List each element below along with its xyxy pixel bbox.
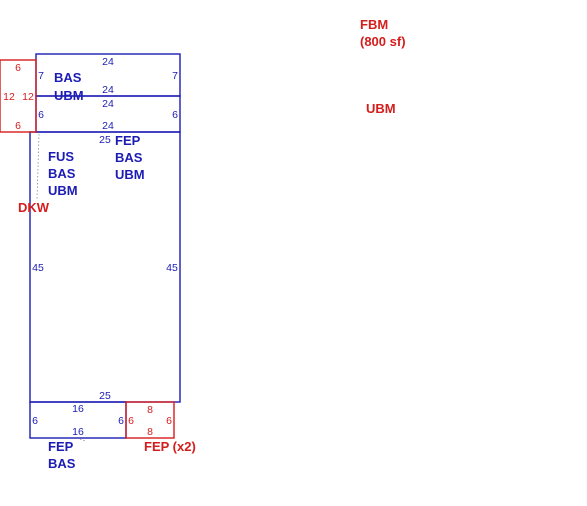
annotation-fbm-area: (800 sf): [360, 34, 406, 49]
dim-top-lower-side-right: 6: [172, 109, 178, 121]
dim-small-right-left: 6: [128, 415, 134, 427]
area-code-top-bas: BAS: [54, 70, 82, 85]
dim-small-left-top: 6: [15, 62, 21, 74]
small-right-section-outline: [125, 401, 175, 439]
dim-top-mid-width-b: 24: [102, 98, 114, 110]
small-left-section-outline: [0, 59, 37, 133]
dim-top-upper-width: 24: [102, 56, 114, 68]
annotation-dkw: DKW: [18, 200, 50, 215]
dim-bottom-lower-width: 16: [72, 426, 84, 438]
dim-main-bottom-width: 25: [99, 390, 111, 402]
dim-bottom-right-side: 6: [118, 415, 124, 427]
dim-bottom-left-side: 6: [32, 415, 38, 427]
area-code-bottom-bas: BAS: [48, 456, 76, 471]
dim-small-left-right: 12: [22, 91, 34, 103]
annotation-fbm: FBM: [360, 17, 388, 32]
dim-top-lower-side-left: 6: [38, 109, 44, 121]
dim-main-left-height: 45: [32, 262, 44, 274]
area-code-main-left-ubm: UBM: [48, 183, 78, 198]
dim-small-left-left: 12: [3, 91, 15, 103]
dim-main-top-width: 25: [99, 134, 111, 146]
dotted-divider: [36, 133, 40, 201]
area-code-main-right-fep: FEP: [115, 133, 141, 148]
dim-bottom-top-width: 16: [72, 403, 84, 415]
annotation-ubm-right: UBM: [366, 101, 396, 116]
dim-small-right-top: 8: [147, 404, 153, 416]
annotation-fep-x2: FEP (x2): [144, 439, 196, 454]
dim-small-left-bottom: 6: [15, 120, 21, 132]
area-code-main-right-ubm: UBM: [115, 167, 145, 182]
dim-top-lower-width: 24: [102, 120, 114, 132]
area-code-main-left-bas: BAS: [48, 166, 76, 181]
area-code-main-left-fus: FUS: [48, 149, 74, 164]
dim-top-side-left: 7: [38, 70, 44, 82]
area-code-top-ubm: UBM: [54, 88, 84, 103]
area-code-bottom-fep: FEP: [48, 439, 74, 454]
dim-small-right-right: 6: [166, 415, 172, 427]
dotted-tick: [79, 438, 87, 442]
dim-top-mid-width-a: 24: [102, 84, 114, 96]
dim-top-side-right: 7: [172, 70, 178, 82]
dim-main-right-height: 45: [166, 262, 178, 274]
dim-small-right-bottom: 8: [147, 426, 153, 438]
area-code-main-right-bas: BAS: [115, 150, 143, 165]
